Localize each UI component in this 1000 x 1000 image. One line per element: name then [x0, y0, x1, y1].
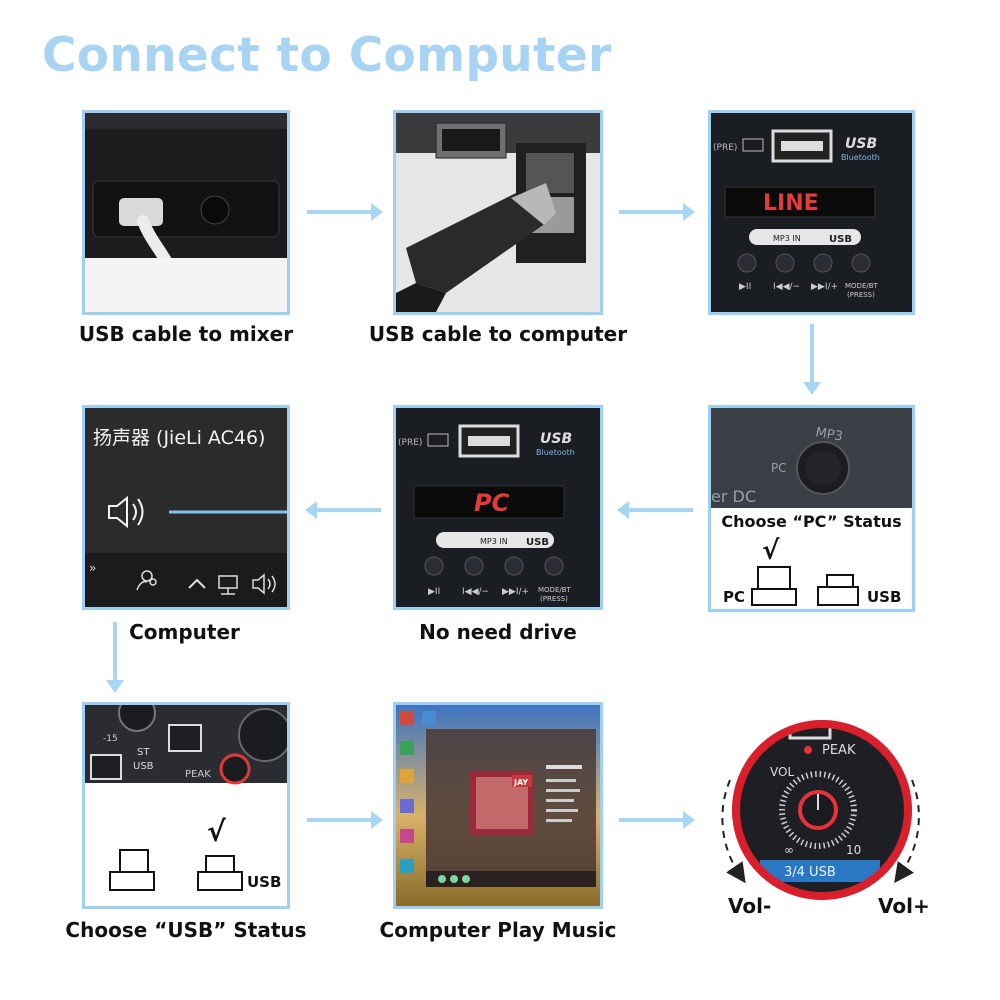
mixer-display-pc-photo: (PRE) USB Bluetooth PC MP3 IN USB ▶II I◀…	[393, 405, 603, 610]
left-switch-base	[109, 871, 155, 891]
bluetooth-logo: Bluetooth	[841, 153, 880, 162]
usb-cable-to-computer-photo	[393, 110, 603, 315]
device-name: 扬声器 (JieLi AC46)	[93, 427, 265, 449]
arrow-right-4	[619, 811, 695, 829]
caption-no-need-drive: No need drive	[419, 620, 577, 644]
mp3in-label: MP3 IN	[773, 234, 801, 243]
vol-usb-top-label: USB	[758, 717, 783, 731]
mixer-display-line-photo: (PRE) USB Bluetooth LINE MP3 IN USB ▶II …	[708, 110, 915, 315]
left-switch-up-icon	[119, 849, 149, 873]
bluetooth-logo: Bluetooth	[536, 448, 575, 457]
photo-15-label: -15	[103, 734, 118, 744]
pc-switch-base	[751, 588, 797, 606]
pc-label: PC	[723, 588, 746, 606]
caption-choose-pc-status: Choose “PC” Status	[721, 512, 902, 531]
network-icon	[218, 575, 238, 595]
caption-usb-cable-to-mixer: USB cable to mixer	[78, 322, 294, 346]
arrow-right-2	[619, 203, 695, 221]
arrow-right-3	[307, 811, 383, 829]
dc-label: er DC	[711, 487, 756, 506]
svg-text:▶II: ▶II	[739, 282, 751, 292]
usb-label: USB	[247, 873, 282, 891]
pc-check-mark: √	[762, 536, 780, 566]
usb-cable-to-mixer-photo	[82, 110, 290, 315]
usb-switch-base	[197, 871, 243, 891]
computer-sound-panel: 扬声器 (JieLi AC46) »	[82, 405, 290, 610]
vol-peak-label: PEAK	[822, 743, 856, 758]
caption-computer-play-music: Computer Play Music	[379, 918, 617, 942]
mode-bt-label: MODE/BT	[538, 586, 572, 594]
usb-logo: USB	[540, 431, 572, 447]
mp3in-label: MP3 IN	[480, 537, 508, 546]
usb-switch-base	[817, 586, 859, 606]
usb-check-mark: √	[207, 815, 226, 848]
arrow-left-2	[617, 501, 693, 519]
speaker-icon	[108, 495, 144, 529]
photo-usb-label: USB	[133, 761, 154, 772]
people-icon	[136, 570, 157, 591]
svg-text:▶▶I/+: ▶▶I/+	[502, 587, 529, 597]
led-display-text: PC	[474, 489, 510, 517]
led-display-text: LINE	[763, 191, 819, 216]
usb-button-label: USB	[829, 234, 852, 245]
choose-usb-status-panel: -15 ST USB PEAK √ USB	[82, 702, 290, 909]
caption-computer: Computer	[129, 620, 240, 644]
volume-knob-illustration: USB PEAK VOL ∞ 10 3/4 USB Vol- Vol+	[700, 690, 960, 950]
tray-speaker-icon	[252, 573, 276, 595]
arrow-left-1	[305, 501, 381, 519]
computer-play-music-screenshot: JAY	[393, 702, 603, 909]
mode-bt-label: MODE/BT	[845, 282, 879, 290]
caption-choose-usb-status: Choose “USB” Status	[65, 918, 307, 942]
photo-peak-label: PEAK	[185, 769, 211, 780]
photo-st-label: ST	[137, 747, 150, 758]
caption-usb-cable-to-computer: USB cable to computer	[368, 322, 628, 346]
usb-label: USB	[867, 588, 902, 606]
arrow-down-1	[803, 324, 821, 395]
press-label: (PRESS)	[847, 291, 875, 299]
vol-min-label: ∞	[784, 843, 794, 857]
svg-text:I◀◀/−: I◀◀/−	[462, 587, 489, 597]
vol-channel-label: 3/4 USB	[784, 865, 836, 880]
vol-max-label: 10	[846, 843, 861, 857]
press-label: (PRESS)	[540, 595, 568, 603]
album-label: JAY	[513, 778, 528, 787]
usb-logo: USB	[845, 136, 877, 152]
svg-text:I◀◀/−: I◀◀/−	[773, 282, 800, 292]
svg-text:▶▶I/+: ▶▶I/+	[811, 282, 838, 292]
page-title: Connect to Computer	[42, 28, 612, 83]
choose-pc-status-panel: MP3 PC er DC √ PC USB	[708, 405, 915, 612]
svg-text:»: »	[89, 561, 96, 575]
vol-label: VOL	[770, 765, 794, 779]
chevron-up-icon	[188, 578, 206, 589]
pre-label: (PRE)	[713, 143, 737, 153]
usb-button-label: USB	[526, 537, 549, 548]
svg-text:▶II: ▶II	[428, 587, 440, 597]
vol-minus-label: Vol-	[728, 894, 772, 918]
arrow-down-2	[106, 622, 124, 693]
vol-plus-label: Vol+	[878, 894, 930, 918]
pre-label: (PRE)	[398, 438, 422, 448]
pc-switch-up-icon	[757, 566, 791, 590]
arrow-right-1	[307, 203, 383, 221]
pc-side-label: PC	[771, 461, 787, 475]
mp3-label: MP3	[814, 425, 844, 445]
